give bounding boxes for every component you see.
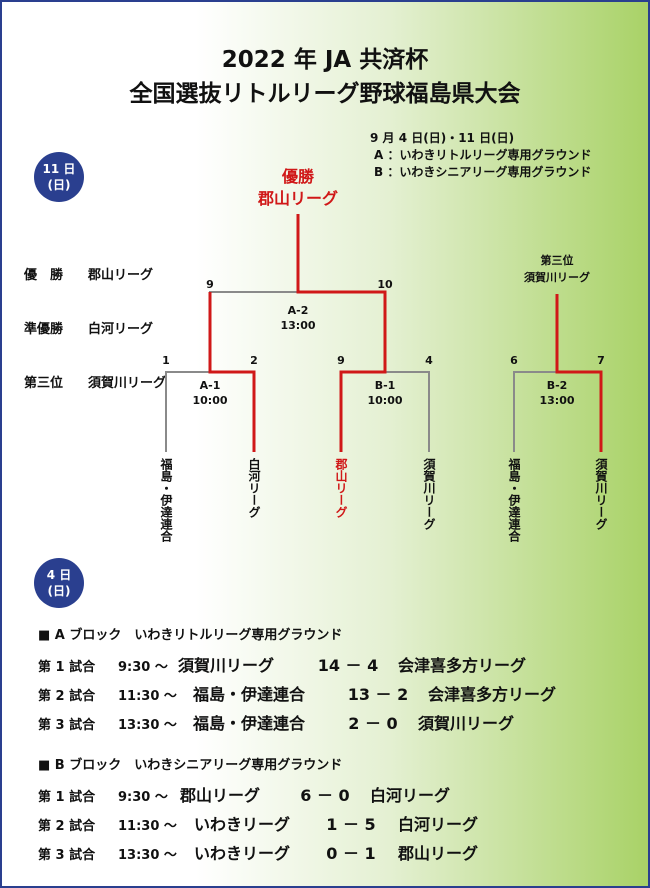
result-row: 第三位 須賀川リーグ: [24, 375, 166, 393]
game-team2: 白河リーグ: [398, 815, 479, 834]
day4-weekday: (日): [47, 584, 71, 598]
game-team1: いわきリーグ: [194, 815, 291, 834]
game-row: 第 1 試合 9:30 〜 郡山リーグ 6 － 0 白河リーグ: [38, 782, 478, 811]
game-score: 13 － 2: [347, 685, 409, 704]
block-b-games: 第 1 試合 9:30 〜 郡山リーグ 6 － 0 白河リーグ 第 2 試合 1…: [38, 782, 478, 869]
game-team1: 郡山リーグ: [180, 786, 261, 805]
block-a-header: ■ A ブロック いわきリトルリーグ専用グラウンド: [38, 628, 343, 643]
day4-badge: 4 日 (日): [34, 558, 84, 608]
final-results: 優 勝 郡山リーグ 準優勝 白河リーグ 第三位 須賀川リーグ: [24, 231, 166, 429]
third-score-right: 7: [597, 354, 605, 367]
result-team: 白河リーグ: [88, 322, 154, 337]
semi2-match-name: B-1: [374, 379, 396, 392]
champion-team: 郡山リーグ: [257, 189, 338, 208]
game-score: 14 － 4: [317, 656, 379, 675]
game-team2: 郡山リーグ: [398, 844, 479, 863]
semi1-match-time: 10:00: [192, 394, 228, 407]
result-row: 優 勝 郡山リーグ: [24, 267, 166, 285]
game-time: 9:30 〜: [118, 660, 168, 675]
day11-date: 11 日: [42, 162, 76, 176]
third-score-left: 6: [510, 354, 518, 367]
final-match-time: 13:00: [280, 319, 316, 332]
team-shirakawa: 白河リーグ: [247, 458, 261, 518]
game-number: 第 1 試合: [38, 790, 96, 805]
semi2-score-right: 4: [425, 354, 433, 367]
block-b-header: ■ B ブロック いわきシニアリーグ専用グラウンド: [38, 758, 343, 773]
runnerup-path-line: [208, 292, 256, 452]
game-number: 第 2 試合: [38, 689, 96, 704]
final-score-left: 9: [206, 278, 214, 291]
third-place-team: 須賀川リーグ: [524, 271, 590, 284]
venue-a: A ：いわきリトルリーグ専用グラウンド: [374, 148, 592, 162]
champion-label: 優勝: [281, 167, 314, 186]
game-number: 第 2 試合: [38, 819, 96, 834]
team-koriyama: 郡山リーグ: [334, 458, 348, 518]
team-fukushima-date: 福島・伊達連合: [159, 458, 173, 542]
game-number: 第 3 試合: [38, 718, 96, 733]
game-team1: いわきリーグ: [194, 844, 291, 863]
game-time: 11:30 〜: [118, 819, 177, 834]
game-row: 第 2 試合 11:30 〜 いわきリーグ 1 － 5 白河リーグ: [38, 811, 478, 840]
game-score: 1 － 5: [326, 815, 376, 834]
semi1-score-left: 1: [162, 354, 170, 367]
game-score: 6 － 0: [300, 786, 350, 805]
result-label: 第三位: [24, 376, 64, 391]
semi2-score-left: 9: [337, 354, 345, 367]
final-match: A-2 13:00: [268, 303, 328, 333]
semi1-score-right: 2: [250, 354, 258, 367]
block-a-games: 第 1 試合 9:30 〜 須賀川リーグ 14 － 4 会津喜多方リーグ 第 2…: [38, 652, 556, 739]
third-match-time: 13:00: [539, 394, 575, 407]
game-row: 第 3 試合 13:30 〜 いわきリーグ 0 － 1 郡山リーグ: [38, 840, 478, 869]
game-team2: 会津喜多方リーグ: [398, 656, 527, 675]
result-label: 準優勝: [24, 322, 64, 337]
day11-weekday: (日): [47, 178, 71, 192]
game-number: 第 1 試合: [38, 660, 96, 675]
third-place-label: 第三位: [540, 254, 574, 267]
third-place: 第三位 須賀川リーグ: [507, 252, 607, 286]
team-sukagawa-2: 須賀川リーグ: [594, 458, 608, 530]
final-score-right: 10: [377, 278, 393, 291]
team-sukagawa: 須賀川リーグ: [422, 458, 436, 530]
game-team1: 須賀川リーグ: [178, 656, 275, 675]
game-team2: 会津喜多方リーグ: [428, 685, 557, 704]
game-time: 11:30 〜: [118, 689, 177, 704]
semi1-match: A-1 10:00: [180, 378, 240, 408]
game-team2: 須賀川リーグ: [418, 714, 515, 733]
game-row: 第 2 試合 11:30 〜 福島・伊達連合 13 － 2 会津喜多方リーグ: [38, 681, 556, 710]
game-time: 13:30 〜: [118, 718, 177, 733]
result-label: 優 勝: [24, 268, 64, 283]
title-line1: 2022 年 JA 共済杯: [221, 47, 429, 73]
third-match: B-2 13:00: [527, 378, 587, 408]
result-row: 準優勝 白河リーグ: [24, 321, 166, 339]
result-team: 須賀川リーグ: [88, 376, 167, 391]
semi2-match: B-1 10:00: [355, 378, 415, 408]
game-row: 第 3 試合 13:30 〜 福島・伊達連合 2 － 0 須賀川リーグ: [38, 710, 556, 739]
third-match-name: B-2: [546, 379, 568, 392]
game-team1: 福島・伊達連合: [193, 685, 306, 704]
game-number: 第 3 試合: [38, 848, 96, 863]
game-time: 9:30 〜: [118, 790, 168, 805]
game-score: 2 － 0: [348, 714, 398, 733]
title-line2: 全国選抜リトルリーグ野球福島県大会: [129, 81, 521, 107]
day4-date: 4 日: [46, 568, 72, 582]
day11-badge: 11 日 (日): [34, 152, 84, 202]
game-team2: 白河リーグ: [370, 786, 451, 805]
third-path-line: [555, 294, 603, 452]
venue-b: B ：いわきシニアリーグ専用グラウンド: [374, 165, 592, 179]
schedule-dates: 9 月 4 日(日)・11 日(日): [370, 131, 515, 145]
semi1-match-name: A-1: [199, 379, 221, 392]
game-team1: 福島・伊達連合: [193, 714, 306, 733]
game-row: 第 1 試合 9:30 〜 須賀川リーグ 14 － 4 会津喜多方リーグ: [38, 652, 556, 681]
result-team: 郡山リーグ: [88, 268, 154, 283]
game-time: 13:30 〜: [118, 848, 177, 863]
champion-path-line: [296, 214, 387, 452]
final-match-name: A-2: [287, 304, 309, 317]
team-fukushima-date-2: 福島・伊達連合: [507, 458, 521, 542]
semi2-match-time: 10:00: [367, 394, 403, 407]
game-score: 0 － 1: [326, 844, 376, 863]
